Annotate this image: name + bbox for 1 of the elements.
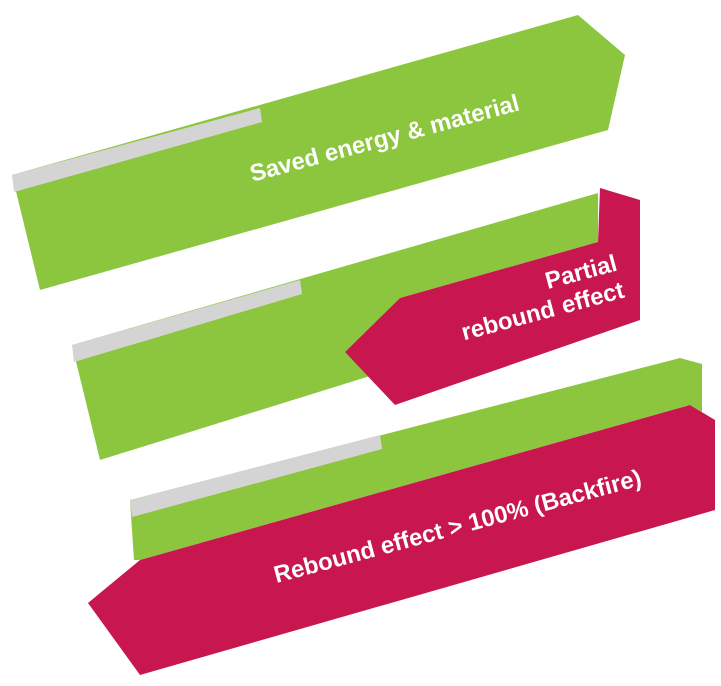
ribbon-tag: Partial rebound effect: [345, 188, 640, 405]
